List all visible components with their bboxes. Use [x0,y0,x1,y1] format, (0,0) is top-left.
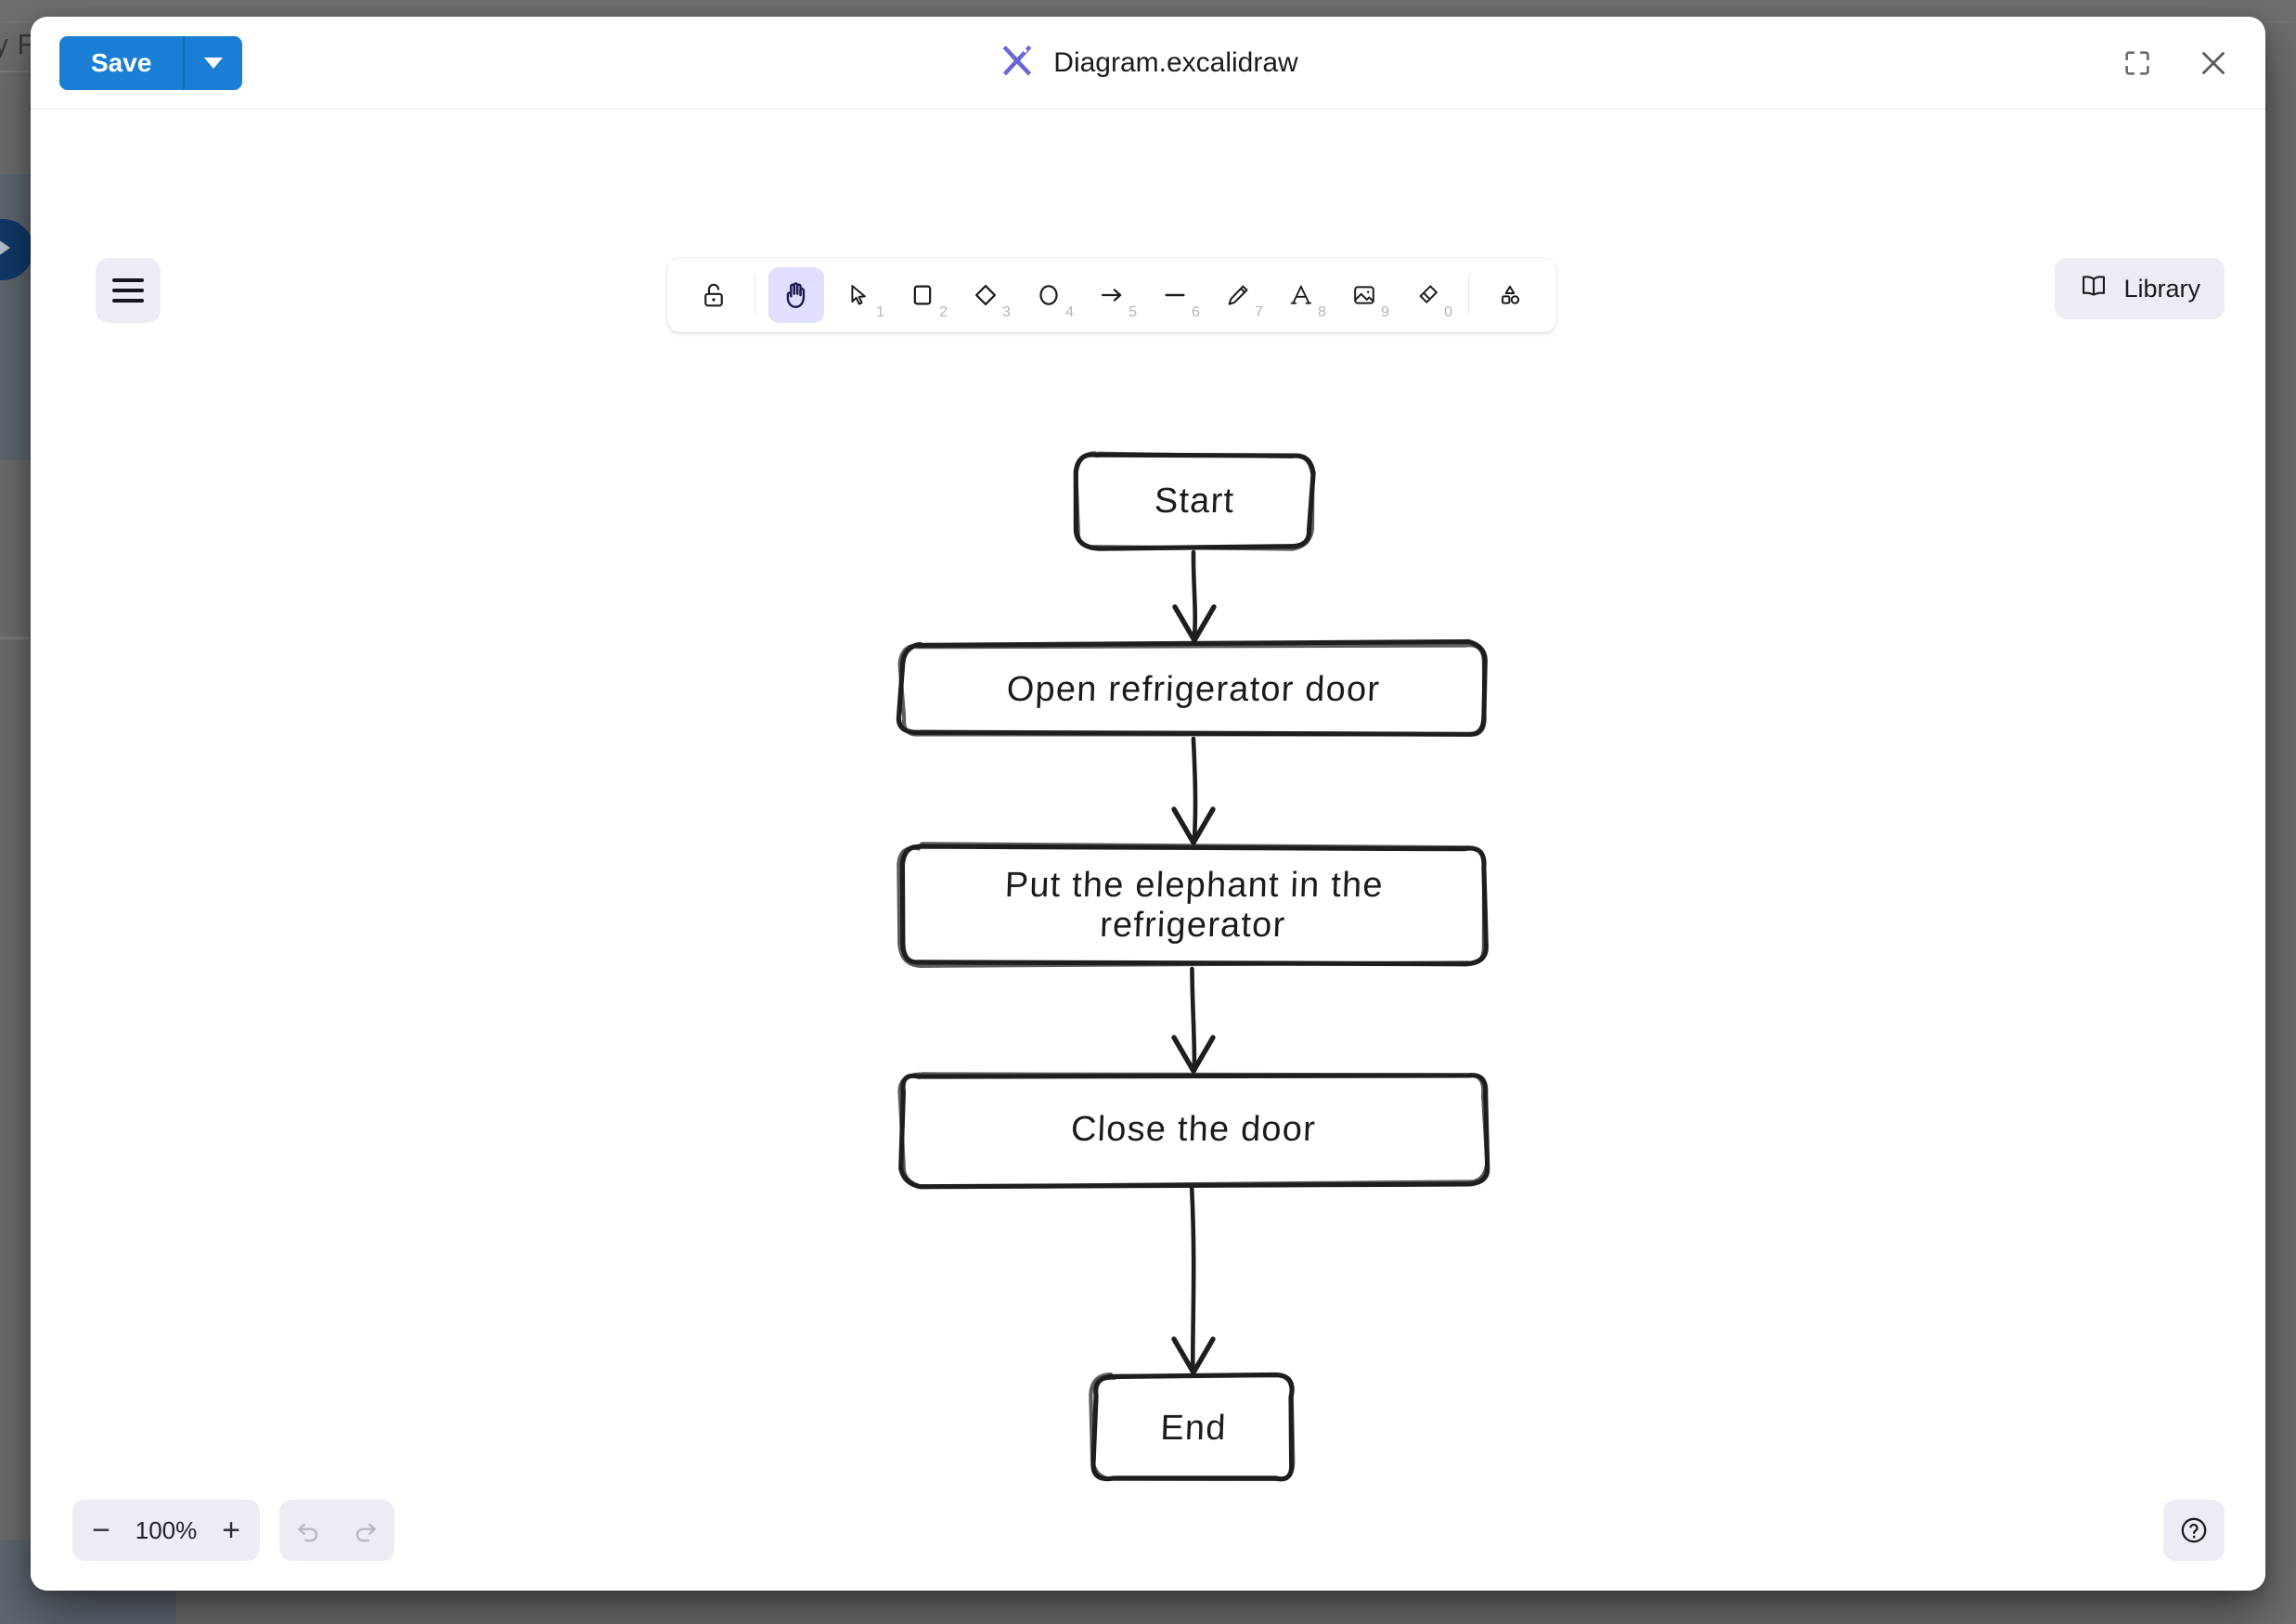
hamburger-menu-icon[interactable] [96,258,161,323]
zoom-controls[interactable]: − 100% + [72,1500,260,1561]
background-partial-text: ly F [0,28,35,60]
page-title: Diagram.excalidraw [1053,47,1298,78]
flowchart-arrowhead [1171,1336,1216,1375]
undo-icon[interactable] [284,1503,332,1557]
flowchart-node-label[interactable]: Start [1154,481,1235,521]
fullscreen-icon[interactable] [2113,39,2161,87]
image-tool[interactable]: 9 [1336,267,1392,323]
hand-tool[interactable] [768,267,824,323]
chevron-down-icon [204,58,224,69]
library-button[interactable]: Library [2055,258,2225,319]
flowchart-node-label[interactable]: Open refrigerator door [1006,669,1381,709]
flowchart-graphic [896,451,1490,1482]
shortcut-0: 0 [1444,304,1452,320]
shortcut-1: 1 [876,304,884,320]
flowchart-arrowhead [1171,1035,1216,1074]
excalidraw-logo-icon [998,42,1037,85]
shortcut-4: 4 [1065,304,1074,320]
zoom-level-value[interactable]: 100% [135,1515,198,1544]
flowchart-node-label[interactable]: Close the door [1070,1109,1317,1149]
flowchart-arrowhead [1172,604,1217,643]
arrow-tool[interactable]: 5 [1084,267,1140,323]
window-title-group: Diagram.excalidraw [31,17,2265,110]
save-divider [183,36,186,90]
history-controls[interactable] [279,1500,394,1561]
shortcut-2: 2 [939,304,948,320]
shortcut-7: 7 [1255,304,1263,320]
shortcut-9: 9 [1381,304,1389,320]
zoom-in-button[interactable]: + [206,1503,256,1557]
window-controls [2113,17,2238,110]
zoom-out-button[interactable]: − [76,1503,126,1557]
shortcut-8: 8 [1318,304,1326,320]
line-tool[interactable]: 6 [1147,267,1203,323]
flowchart-node-label[interactable]: Put the elephant in the refrigerator [1004,866,1385,945]
draw-tool[interactable]: 7 [1210,267,1266,323]
save-button[interactable]: Save [59,36,184,90]
background-play-arrow-icon [0,239,10,256]
save-dropdown-button[interactable] [185,36,243,90]
flowchart-edge [1189,1185,1196,1375]
lock-open-icon[interactable] [686,267,742,323]
shortcut-6: 6 [1192,304,1200,320]
tool-toolbar[interactable]: 1 2 3 4 [667,258,1556,332]
selection-tool[interactable]: 1 [832,267,887,323]
shortcut-3: 3 [1002,304,1011,320]
rectangle-tool[interactable]: 2 [895,267,950,323]
diamond-tool[interactable]: 3 [958,267,1013,323]
eraser-tool[interactable]: 0 [1400,267,1455,323]
flowchart-edge [1191,549,1198,643]
more-shapes-tool[interactable] [1482,267,1538,323]
excalidraw-modal-window: Save Diagram.excalidraw [31,17,2265,1591]
flowchart-edge [1191,736,1198,845]
menu-lines [112,278,144,303]
window-header: Save Diagram.excalidraw [31,17,2265,110]
flowchart-node-label[interactable]: End [1159,1408,1228,1448]
redo-icon[interactable] [342,1503,390,1557]
text-tool[interactable]: 8 [1273,267,1329,323]
save-button-group[interactable]: Save [59,36,243,90]
book-icon [2079,271,2109,307]
close-icon[interactable] [2189,39,2238,87]
shortcut-5: 5 [1129,304,1137,320]
flowchart-edge [1190,966,1197,1074]
ellipse-tool[interactable]: 4 [1021,267,1077,323]
question-mark-icon[interactable] [2163,1500,2225,1561]
toolbar-divider-2 [1468,275,1469,316]
library-label: Library [2123,274,2200,303]
flowchart-arrowhead [1171,806,1216,845]
